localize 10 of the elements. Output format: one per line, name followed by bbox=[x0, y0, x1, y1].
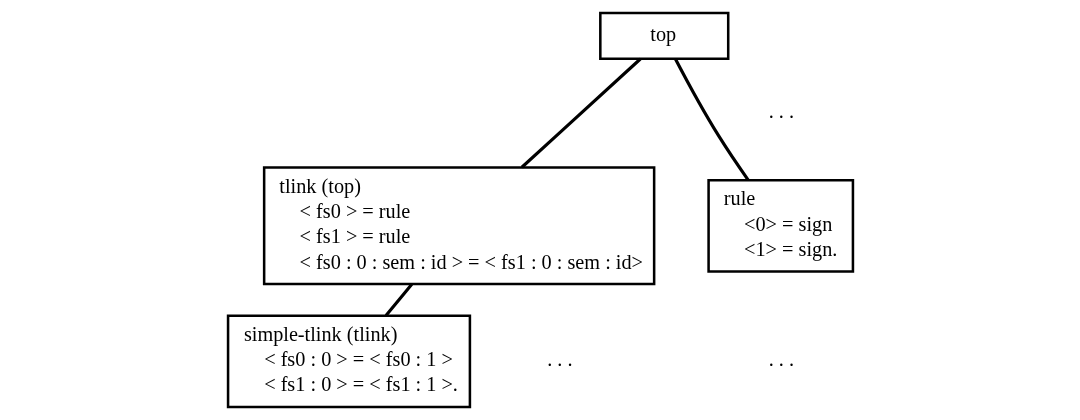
node-box: top bbox=[598, 11, 729, 60]
node-box: rule <0> = sign <1> = sign. bbox=[706, 178, 854, 273]
label: . . . bbox=[768, 99, 794, 122]
node-box: simple-tlink (tlink) < fs0 : 0 > = < fs0 : 1 > < fs1 : 0 > = < fs1 : 1 >. bbox=[226, 314, 471, 409]
label: . . . bbox=[546, 348, 572, 371]
connector bbox=[384, 283, 413, 317]
connector bbox=[673, 58, 750, 181]
label: . . . bbox=[768, 348, 794, 371]
connector bbox=[520, 57, 641, 169]
node-box: tlink (top) < fs0 > = rule < fs1 > = rule < fs0 : 0 : sem : id > = < fs1 : 0 : sem : id> bbox=[262, 166, 655, 286]
